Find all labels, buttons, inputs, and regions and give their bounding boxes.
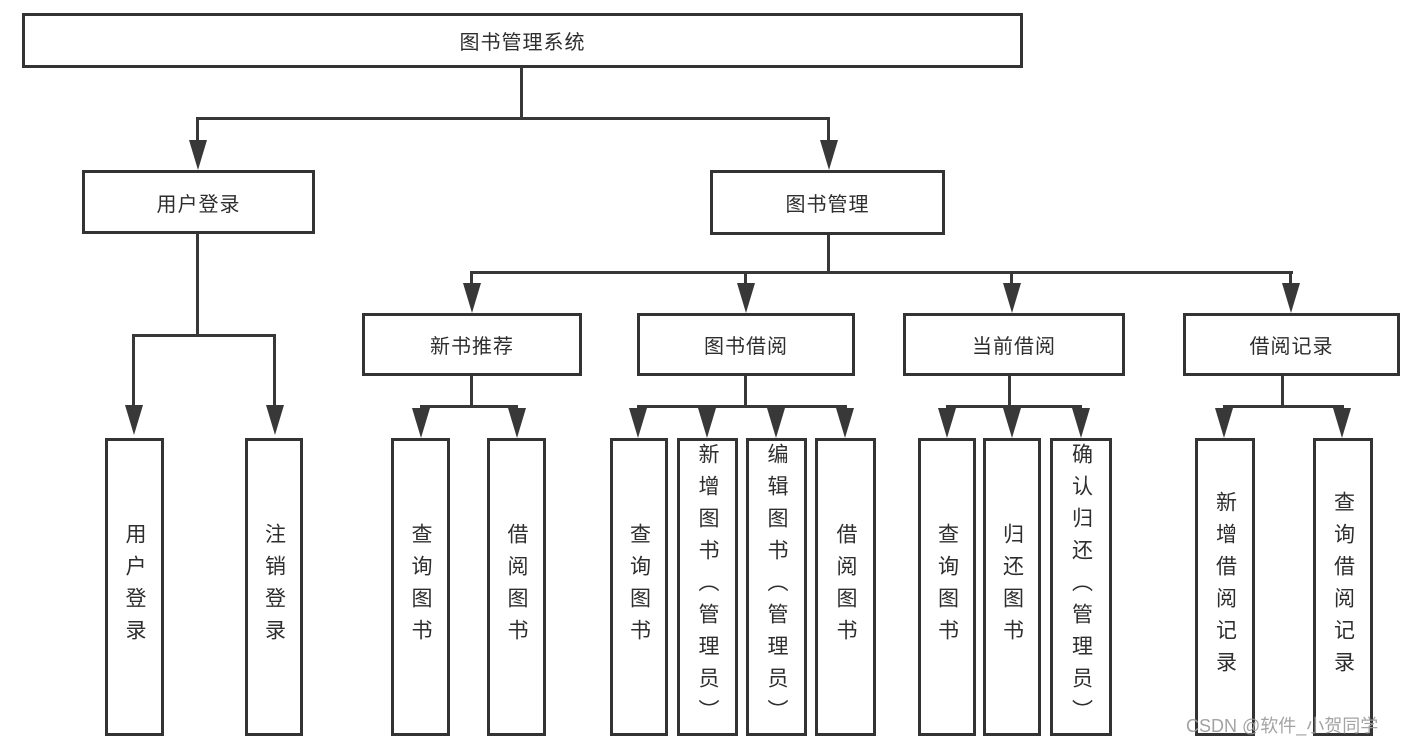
node-label: 用户登录 [123, 523, 146, 651]
leaf-borrow-query-books: 查询图书 [610, 438, 668, 736]
arrow-down-icon [508, 408, 526, 438]
connector-vline [470, 271, 473, 285]
connector-vline [744, 376, 747, 407]
connector-hline [133, 334, 276, 337]
leaf-records-query-record: 查询借阅记录 [1313, 438, 1373, 736]
node-label: 查询图书 [409, 523, 432, 651]
connector-hline [471, 271, 1293, 274]
leaf-recommend-borrow-books: 借阅图书 [487, 438, 546, 736]
connector-hline [1223, 405, 1344, 408]
csdn-watermark: CSDN @软件_小贺同学 [1186, 716, 1379, 736]
leaf-current-return-books: 归还图书 [983, 438, 1041, 736]
leaf-current-query-books: 查询图书 [918, 438, 976, 736]
node-label: 查询图书 [935, 523, 959, 651]
leaf-records-add-record: 新增借阅记录 [1195, 438, 1255, 736]
node-label: 归还图书 [1000, 523, 1024, 651]
node-book-borrowing: 图书借阅 [637, 313, 855, 376]
node-label: 新增图书（管理员） [696, 443, 719, 731]
node-label: 当前借阅 [972, 336, 1056, 358]
connector-vline [196, 233, 199, 337]
leaf-user-login: 用户登录 [105, 438, 164, 736]
leaf-current-confirm-return-admin: 确认归还（管理员） [1050, 438, 1112, 736]
connector-hline [637, 405, 847, 408]
node-new-book-recommend: 新书推荐 [362, 313, 582, 376]
connector-vline [273, 334, 276, 407]
arrow-down-icon [629, 408, 647, 438]
arrow-down-icon [698, 408, 716, 438]
node-label: 用户登录 [156, 193, 241, 216]
node-label: 查询图书 [627, 523, 651, 651]
arrow-down-icon [1282, 283, 1300, 313]
connector-hline [420, 405, 518, 408]
leaf-logout: 注销登录 [245, 438, 303, 736]
leaf-recommend-query-books: 查询图书 [391, 438, 450, 736]
node-borrowing-records: 借阅记录 [1183, 313, 1400, 376]
node-label: 新增借阅记录 [1213, 491, 1237, 683]
node-label: 图书管理 [785, 194, 870, 216]
node-label: 注销登录 [262, 523, 286, 651]
node-label: 新书推荐 [430, 336, 514, 358]
arrow-down-icon [737, 283, 755, 313]
leaf-borrow-add-books-admin: 新增图书（管理员） [677, 438, 738, 736]
arrow-down-icon [1003, 408, 1021, 438]
connector-vline [744, 271, 747, 285]
node-current-borrowing: 当前借阅 [903, 313, 1125, 376]
leaf-borrow-edit-books-admin: 编辑图书（管理员） [746, 438, 807, 736]
leaf-borrow-borrow-books: 借阅图书 [815, 438, 876, 736]
arrow-down-icon [836, 408, 854, 438]
arrow-down-icon [767, 408, 785, 438]
arrow-down-icon [266, 405, 284, 435]
connector-vline [132, 334, 135, 407]
node-label: 图书借阅 [704, 336, 788, 358]
arrow-down-icon [125, 405, 143, 435]
node-label: 编辑图书（管理员） [765, 443, 788, 731]
arrow-down-icon [189, 140, 207, 170]
connector-vline [827, 117, 830, 141]
arrow-down-icon [820, 140, 838, 170]
connector-vline [1008, 376, 1011, 407]
arrow-down-icon [412, 408, 430, 438]
connector-vline [1281, 376, 1284, 407]
node-library-system: 图书管理系统 [22, 13, 1023, 68]
connector-vline [1010, 271, 1013, 285]
connector-hline [197, 117, 830, 120]
arrow-down-icon [1003, 283, 1021, 313]
connector-vline [1289, 271, 1292, 285]
connector-hline [946, 405, 1082, 408]
node-label: 查询借阅记录 [1331, 491, 1355, 683]
node-label: 借阅图书 [505, 523, 528, 651]
arrow-down-icon [1072, 408, 1090, 438]
connector-vline [827, 235, 830, 273]
connector-vline [196, 117, 199, 141]
node-label: 借阅记录 [1249, 336, 1334, 358]
node-book-management: 图书管理 [710, 170, 945, 235]
arrow-down-icon [463, 283, 481, 313]
arrow-down-icon [1333, 408, 1351, 438]
node-label: 图书管理系统 [459, 32, 586, 54]
arrow-down-icon [1215, 408, 1233, 438]
node-label: 确认归还（管理员） [1069, 443, 1093, 731]
node-user-login: 用户登录 [82, 170, 315, 234]
connector-vline [520, 67, 523, 119]
node-label: 借阅图书 [834, 523, 857, 651]
arrow-down-icon [938, 408, 956, 438]
connector-vline [470, 376, 473, 407]
